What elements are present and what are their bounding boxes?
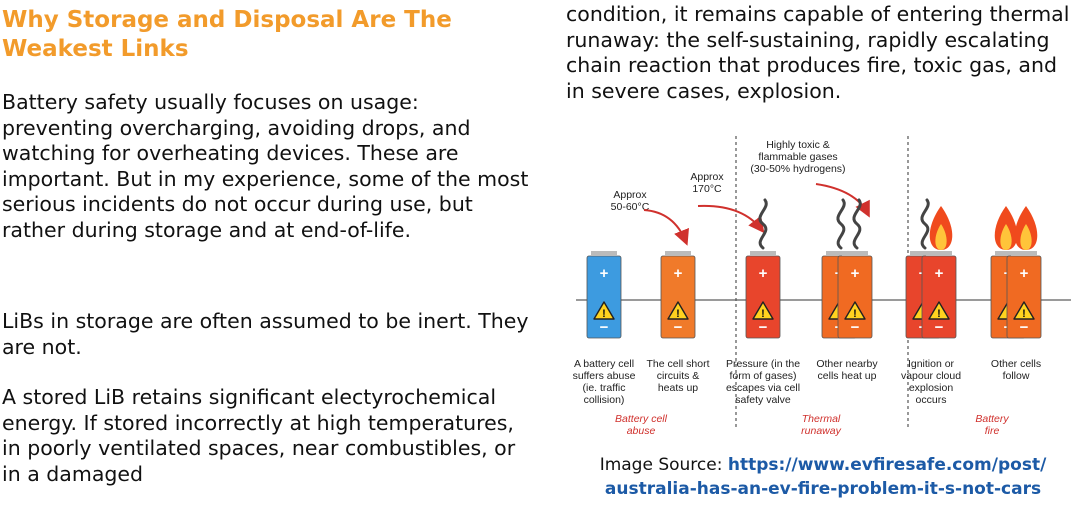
plus-terminal: +: [851, 265, 860, 282]
plus-terminal: +: [674, 265, 683, 282]
section-heading: Why Storage and Disposal Are The Weakest…: [2, 7, 452, 62]
svg-text:!: !: [676, 308, 680, 320]
battery-cell: +!−: [837, 251, 873, 339]
source-link-part2[interactable]: australia-has-an-ev-fire-problem-it-s-no…: [604, 479, 1042, 499]
flame-icon: [994, 206, 1018, 250]
minus-terminal: −: [600, 319, 609, 336]
gases-label: Highly toxic &flammable gases(30-50% hyd…: [750, 139, 845, 175]
warning-icon: !: [928, 301, 950, 320]
paragraph-usage: Battery safety usually focuses on usage:…: [2, 90, 529, 242]
battery-cell: +!−: [660, 251, 696, 339]
battery-cell: +!−: [586, 251, 622, 339]
smoke-icon: [836, 198, 846, 250]
paragraph-storage: LiBs in storage are often assumed to be …: [2, 309, 529, 359]
svg-text:!: !: [761, 308, 765, 320]
warning-icon: !: [1013, 301, 1035, 320]
image-source-caption: Image Source: https://www.evfiresafe.com…: [566, 453, 1080, 501]
svg-text:!: !: [937, 308, 941, 320]
flame-icon: [1014, 206, 1038, 250]
paragraph-stored-lib: A stored LiB retains significant electyr…: [2, 385, 516, 486]
minus-terminal: −: [674, 319, 683, 336]
svg-text:!: !: [602, 308, 606, 320]
minus-terminal: −: [1020, 319, 1029, 336]
warning-icon: !: [844, 301, 866, 320]
minus-terminal: −: [935, 319, 944, 336]
minus-terminal: −: [759, 319, 768, 336]
arrow-icon: [697, 204, 765, 234]
paragraph-thermal-runaway: condition, it remains capable of enterin…: [566, 2, 1070, 103]
smoke-icon: [758, 198, 768, 250]
svg-text:!: !: [853, 308, 857, 320]
svg-text:!: !: [1022, 308, 1026, 320]
flame-icon: [929, 206, 953, 250]
smoke-icon: [920, 198, 930, 250]
arrow-icon: [815, 183, 870, 218]
battery-cell: +!−: [745, 251, 781, 339]
smoke-icon: [852, 198, 862, 250]
plus-terminal: +: [759, 265, 768, 282]
source-link-part1[interactable]: https://www.evfiresafe.com/post/: [727, 455, 1047, 475]
arrow-icon: [643, 209, 689, 246]
plus-terminal: +: [600, 265, 609, 282]
plus-terminal: +: [1020, 265, 1029, 282]
warning-icon: !: [593, 301, 615, 320]
caption-prefix: Image Source:: [599, 455, 728, 475]
minus-terminal: −: [851, 319, 860, 336]
warning-icon: !: [752, 301, 774, 320]
battery-cell: +!−: [1006, 251, 1042, 339]
battery-cell: +!−: [921, 251, 957, 339]
warning-icon: !: [667, 301, 689, 320]
plus-terminal: +: [935, 265, 944, 282]
